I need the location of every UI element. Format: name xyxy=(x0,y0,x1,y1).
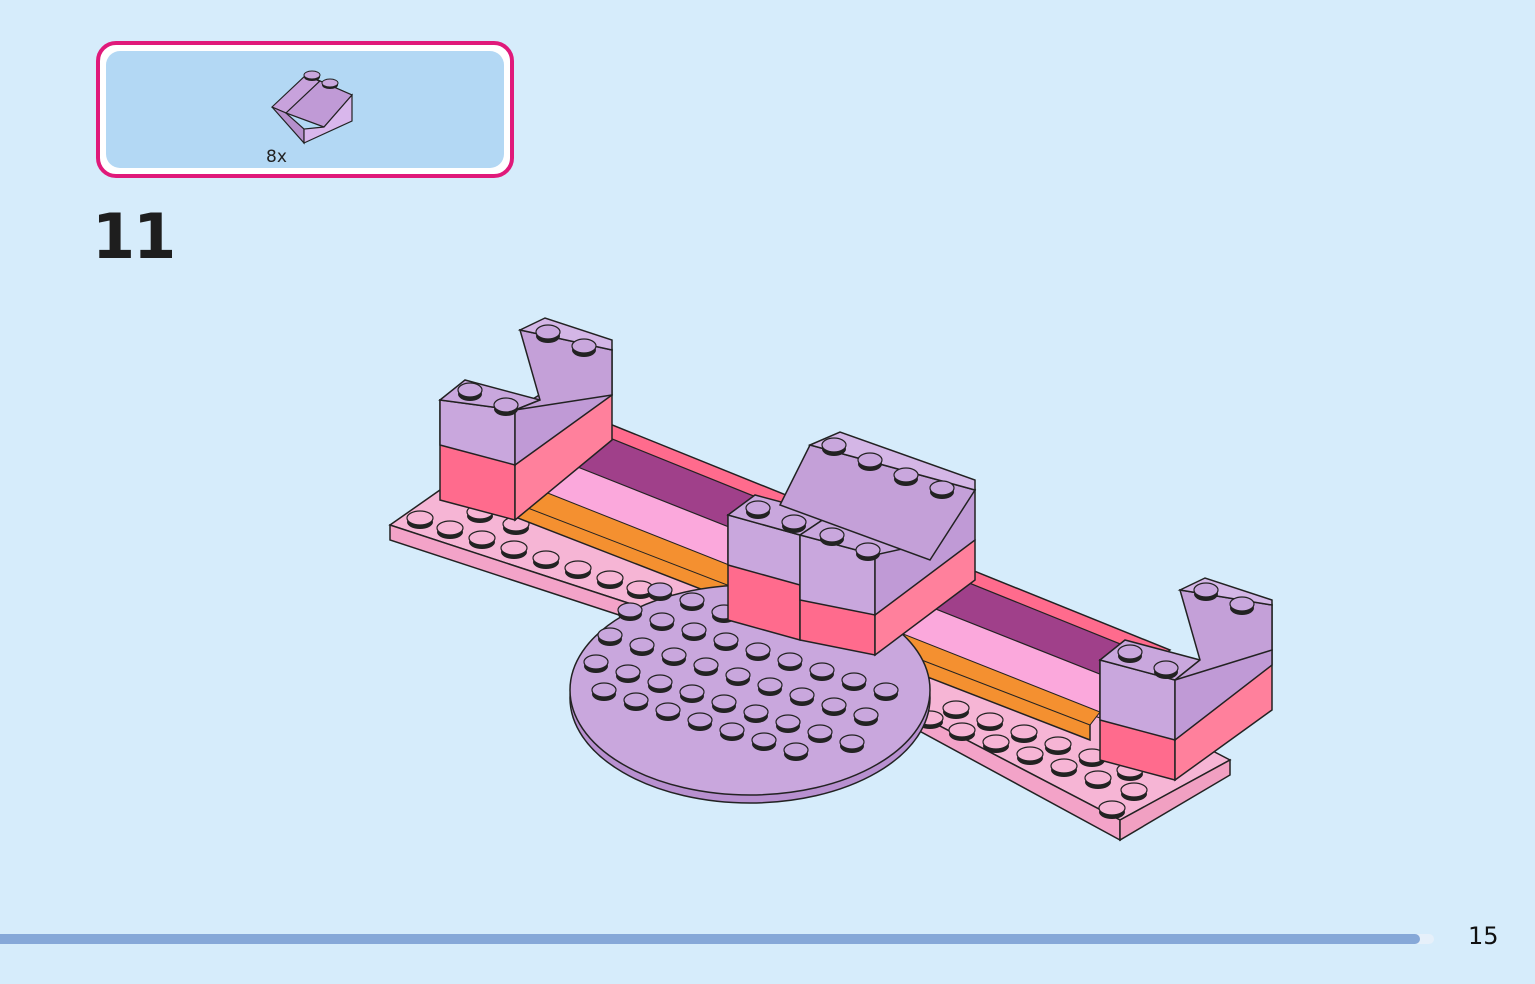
page-number: 15 xyxy=(1468,922,1499,950)
lavender-slope-brick-icon xyxy=(270,70,353,145)
center-slope-tower xyxy=(726,431,977,657)
part-quantity: 8x xyxy=(266,147,287,167)
progress-bar xyxy=(0,934,1434,944)
right-slope-tower xyxy=(1098,577,1273,782)
left-slope-tower xyxy=(438,317,613,522)
parts-list: 8x xyxy=(106,51,504,168)
step-number: 11 xyxy=(92,200,176,273)
progress-fill xyxy=(0,934,1420,944)
parts-callout: 8x xyxy=(96,41,514,178)
